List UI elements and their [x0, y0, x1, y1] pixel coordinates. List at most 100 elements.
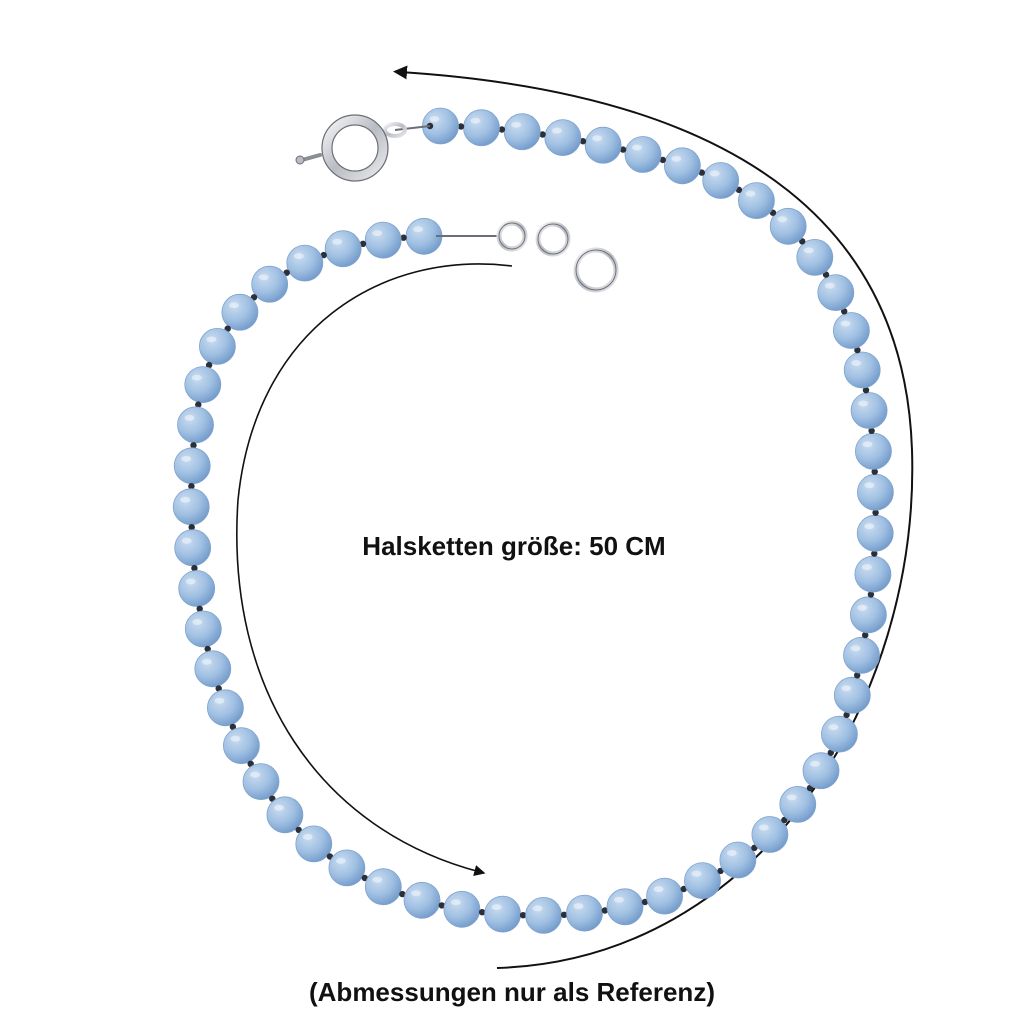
bead: [173, 447, 211, 485]
bead-highlight: [214, 697, 225, 704]
spacer-bead: [862, 387, 870, 394]
bead-highlight: [803, 247, 814, 254]
spacer-bead: [843, 711, 850, 719]
spacer-bead: [204, 645, 211, 653]
bead: [684, 862, 721, 899]
bead-highlight: [185, 578, 196, 585]
spacer-bead: [457, 123, 465, 130]
bead-highlight: [862, 441, 873, 448]
bead: [850, 596, 887, 634]
bead-highlight: [332, 238, 343, 245]
bead-highlight: [632, 144, 642, 151]
bead: [544, 119, 582, 157]
bead: [251, 265, 289, 303]
spacer-bead: [854, 346, 861, 354]
bead-highlight: [671, 155, 682, 162]
spacer-bead: [229, 723, 237, 731]
bead: [833, 312, 870, 349]
bead-highlight: [511, 121, 522, 128]
bead: [194, 650, 232, 688]
bead-highlight: [192, 619, 203, 625]
bead-highlight: [709, 170, 720, 177]
bead: [566, 894, 603, 932]
spacer-bead: [191, 564, 198, 572]
spring-ring-clasp-icon: [295, 114, 431, 182]
bead-highlight: [293, 253, 304, 260]
bead: [503, 113, 541, 151]
spacer-bead: [539, 131, 546, 138]
spacer-bead: [498, 126, 506, 133]
bead-highlight: [573, 903, 584, 910]
bead: [855, 432, 892, 470]
bead: [796, 238, 834, 276]
bead-highlight: [857, 604, 868, 611]
bead: [821, 715, 858, 753]
bead-highlight: [653, 886, 664, 893]
spacer-bead: [479, 909, 486, 916]
bead: [364, 868, 402, 906]
bead-highlight: [302, 833, 313, 840]
bead-highlight: [858, 400, 869, 407]
bead-highlight: [726, 850, 737, 856]
bead: [364, 221, 402, 259]
bead: [324, 230, 362, 268]
bead: [738, 182, 775, 220]
bead-highlight: [258, 274, 269, 281]
spacer-bead: [871, 468, 878, 475]
spacer-bead: [188, 483, 195, 490]
bead: [177, 406, 214, 444]
bead: [857, 473, 894, 511]
spacer-bead: [188, 524, 195, 531]
spacer-bead: [215, 685, 222, 692]
bead: [850, 392, 888, 429]
spacer-bead: [195, 401, 202, 408]
bead-highlight: [850, 645, 861, 652]
bead-highlight: [614, 896, 624, 903]
spacer-bead: [320, 251, 327, 259]
spacer-bead: [854, 672, 861, 679]
spacer-bead: [190, 442, 197, 449]
bead: [222, 727, 260, 764]
bead-strand: [172, 107, 894, 934]
bead: [286, 244, 324, 282]
bead: [702, 162, 740, 199]
spacer-bead: [868, 427, 875, 434]
bead-highlight: [191, 374, 202, 381]
bead-highlight: [450, 899, 461, 906]
spacer-bead: [579, 138, 587, 145]
bead: [295, 825, 333, 863]
bead: [525, 897, 562, 934]
bead-highlight: [230, 735, 241, 742]
bead-highlight: [181, 537, 192, 544]
bead: [817, 274, 855, 312]
bead-highlight: [777, 216, 788, 223]
spacer-bead: [359, 240, 367, 247]
spacer-bead: [400, 234, 407, 241]
necklace-size-label: Halsketten größe: 50 CM: [362, 531, 666, 561]
spacer-bead: [862, 631, 869, 639]
bead-highlight: [429, 116, 440, 122]
bead-highlight: [824, 282, 835, 289]
spacer-bead: [619, 146, 627, 153]
bead-highlight: [335, 857, 346, 864]
bead-highlight: [181, 455, 192, 462]
spacer-bead: [205, 361, 213, 369]
bead-highlight: [206, 336, 217, 343]
bead: [833, 676, 871, 714]
bead: [184, 610, 222, 648]
bead: [802, 752, 840, 790]
bead-highlight: [810, 760, 820, 767]
bead: [484, 895, 522, 933]
bead: [266, 796, 304, 834]
spacer-bead: [872, 509, 879, 516]
bead-highlight: [841, 685, 852, 692]
bead: [242, 763, 280, 800]
bead-highlight: [864, 523, 875, 530]
bead-highlight: [851, 360, 862, 366]
bead-highlight: [372, 876, 383, 883]
bead: [584, 126, 622, 164]
bead-highlight: [180, 496, 191, 503]
spacer-bead: [438, 902, 445, 909]
bead-highlight: [228, 302, 239, 309]
